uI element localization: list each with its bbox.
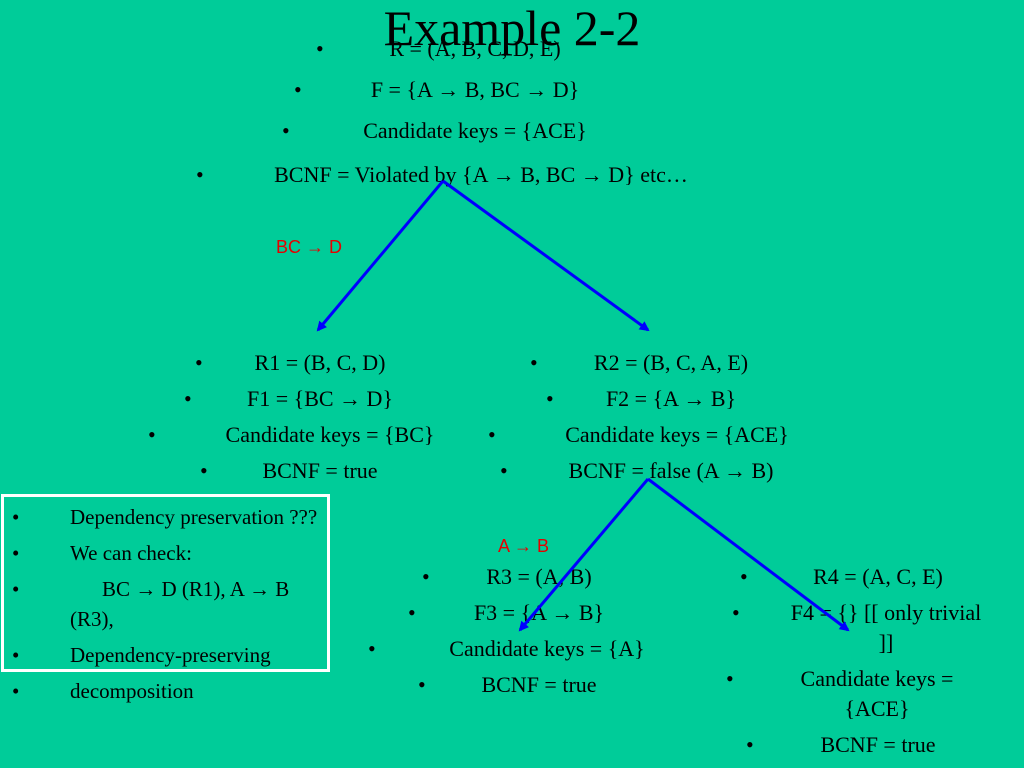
relation-r-list: •R = (A, B, C, D, E) •F = {A → B, BC → D… — [190, 34, 720, 193]
list-item: •BCNF = false (A → B) — [486, 456, 816, 486]
list-item: •Dependency preservation ??? — [8, 502, 328, 532]
bullet: • — [148, 422, 156, 447]
list-item: •R4 = (A, C, E) — [718, 562, 998, 598]
list-item: •F = {A → B, BC → D} — [190, 75, 720, 116]
bullet: • — [195, 350, 203, 375]
slide-title: Example 2-2 — [383, 0, 641, 56]
list-item: •R2 = (B, C, A, E) — [486, 348, 816, 384]
list-item: •F3 = {A → B} — [364, 598, 674, 634]
bullet: • — [368, 636, 376, 661]
list-item: •BCNF = true — [140, 456, 460, 486]
bullet: • — [294, 77, 302, 102]
bullet: • — [546, 386, 554, 411]
list-item: •decomposition — [8, 676, 328, 706]
list-item: •F2 = {A → B} — [486, 384, 816, 420]
list-item: •Candidate keys = {ACE} — [726, 666, 954, 721]
bullet: • — [12, 679, 20, 703]
list-item: •Dependency-preserving — [8, 640, 328, 670]
bullet: • — [422, 564, 430, 589]
split-label-bc-d: BC → D — [276, 237, 343, 257]
notes-box — [1, 494, 330, 672]
arrow-to-r1 — [316, 180, 445, 332]
list-item: •R = (A, B, C, D, E) — [190, 34, 720, 75]
list-item: •BCNF = true — [718, 730, 998, 760]
bullet: • — [740, 564, 748, 589]
arrow-to-r3 — [518, 478, 650, 632]
arrow-to-r2 — [442, 179, 650, 332]
side-notes-list: •Dependency preservation ??? •We can che… — [8, 502, 328, 712]
list-item: •F1 = {BC → D} — [140, 384, 460, 420]
bullet: • — [530, 350, 538, 375]
bullet: • — [726, 666, 734, 691]
bullet: • — [12, 577, 20, 601]
bullet: • — [200, 458, 208, 483]
bullet: • — [282, 118, 290, 143]
relation-r2-list: •R2 = (B, C, A, E) •F2 = {A → B} •Candid… — [486, 348, 816, 486]
list-item: •Candidate keys = {ACE} — [190, 116, 720, 157]
relation-r4-list: •R4 = (A, C, E) •F4 = {} [[ only trivial… — [718, 562, 998, 760]
list-item: •BCNF = Violated by {A → B, BC → D} etc… — [190, 157, 720, 193]
list-item: •R1 = (B, C, D) — [140, 348, 460, 384]
list-item: •Candidate keys = {BC} — [140, 420, 460, 456]
relation-r3-list: •R3 = (A, B) •F3 = {A → B} •Candidate ke… — [364, 562, 674, 700]
list-item: •We can check: — [8, 538, 328, 568]
list-item: •R3 = (A, B) — [364, 562, 674, 598]
bullet: • — [488, 422, 496, 447]
bullet: • — [746, 732, 754, 757]
bullet: • — [184, 386, 192, 411]
bullet: • — [316, 36, 324, 61]
list-item: •BCNF = true — [364, 670, 674, 700]
bullet: • — [12, 541, 20, 565]
bullet: • — [12, 643, 20, 667]
bullet: • — [500, 458, 508, 483]
list-item: •Candidate keys = {A} — [364, 634, 674, 670]
bullet: • — [732, 600, 740, 625]
list-item: •Candidate keys = {ACE} — [486, 420, 816, 456]
list-item: •BC → D (R1), A → B (R3), — [8, 574, 328, 634]
bullet: • — [12, 505, 20, 529]
bullet: • — [408, 600, 416, 625]
bullet: • — [418, 672, 426, 697]
split-label-a-b: A → B — [498, 536, 550, 556]
relation-r1-list: •R1 = (B, C, D) •F1 = {BC → D} •Candidat… — [140, 348, 460, 486]
bullet: • — [196, 162, 204, 187]
arrow-to-r4 — [647, 477, 850, 632]
